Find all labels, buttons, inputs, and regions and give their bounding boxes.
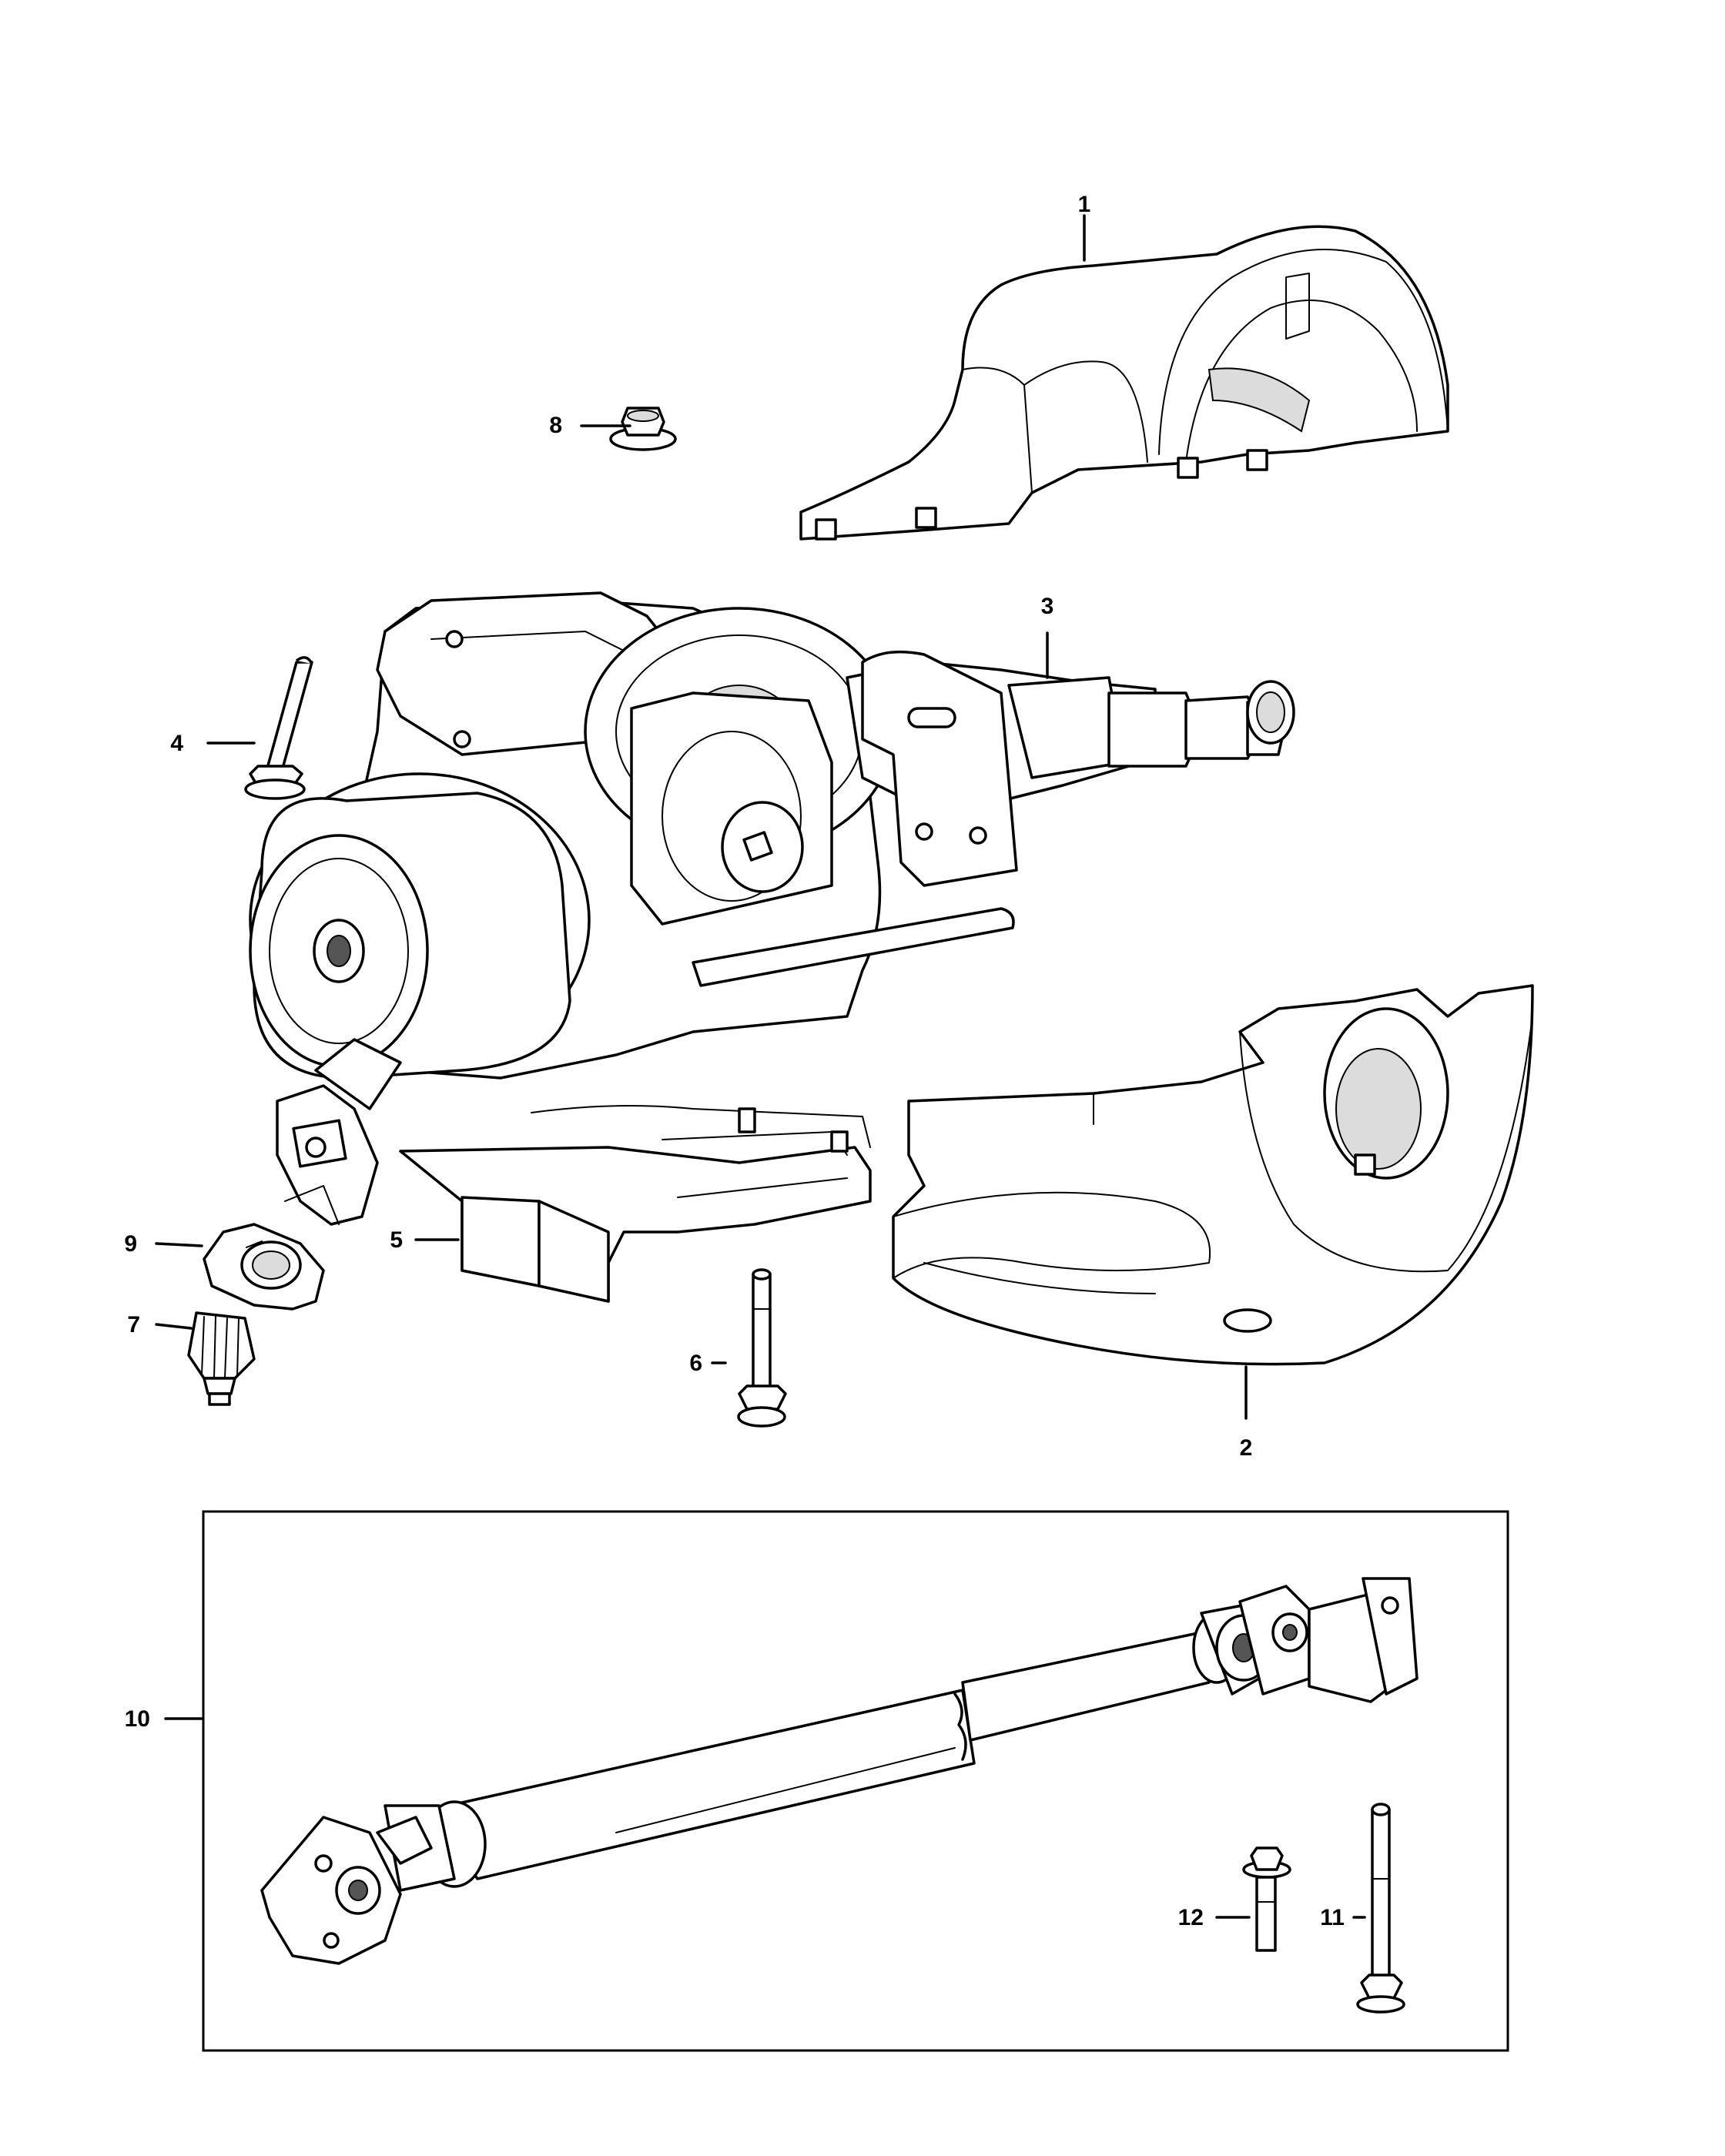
bolt-part-12 — [1242, 1846, 1291, 1952]
bolt-part-4 — [244, 656, 313, 800]
callout-4: 4 — [170, 731, 183, 756]
callout-10: 10 — [125, 1706, 150, 1732]
callout-8: 8 — [549, 413, 562, 438]
callout-5: 5 — [390, 1227, 403, 1253]
steering-column-assembly-part-3 — [249, 591, 1295, 1226]
intermediate-shaft-part-10 — [260, 1577, 1419, 1965]
part-10-inset-frame — [202, 1510, 1509, 2052]
leader-line-7 — [155, 1323, 193, 1330]
retainer-part-9 — [203, 1223, 325, 1311]
callout-6: 6 — [689, 1351, 702, 1376]
callout-9: 9 — [124, 1231, 137, 1257]
callout-1: 1 — [1078, 192, 1091, 217]
grommet-part-7 — [187, 1311, 256, 1406]
callout-2: 2 — [1240, 1435, 1253, 1461]
callout-12: 12 — [1178, 1905, 1204, 1930]
leader-line-9 — [155, 1242, 203, 1247]
callout-3: 3 — [1041, 594, 1054, 619]
callout-11: 11 — [1320, 1905, 1345, 1930]
callout-7: 7 — [127, 1312, 140, 1337]
flange-nut-part-8 — [609, 407, 677, 451]
bolt-part-6 — [737, 1268, 787, 1428]
lower-shroud-part-2 — [892, 984, 1534, 1366]
mounting-bracket-part-5 — [399, 1105, 872, 1303]
bolt-part-11 — [1356, 1803, 1405, 2014]
upper-shroud-part-1 — [799, 225, 1449, 541]
